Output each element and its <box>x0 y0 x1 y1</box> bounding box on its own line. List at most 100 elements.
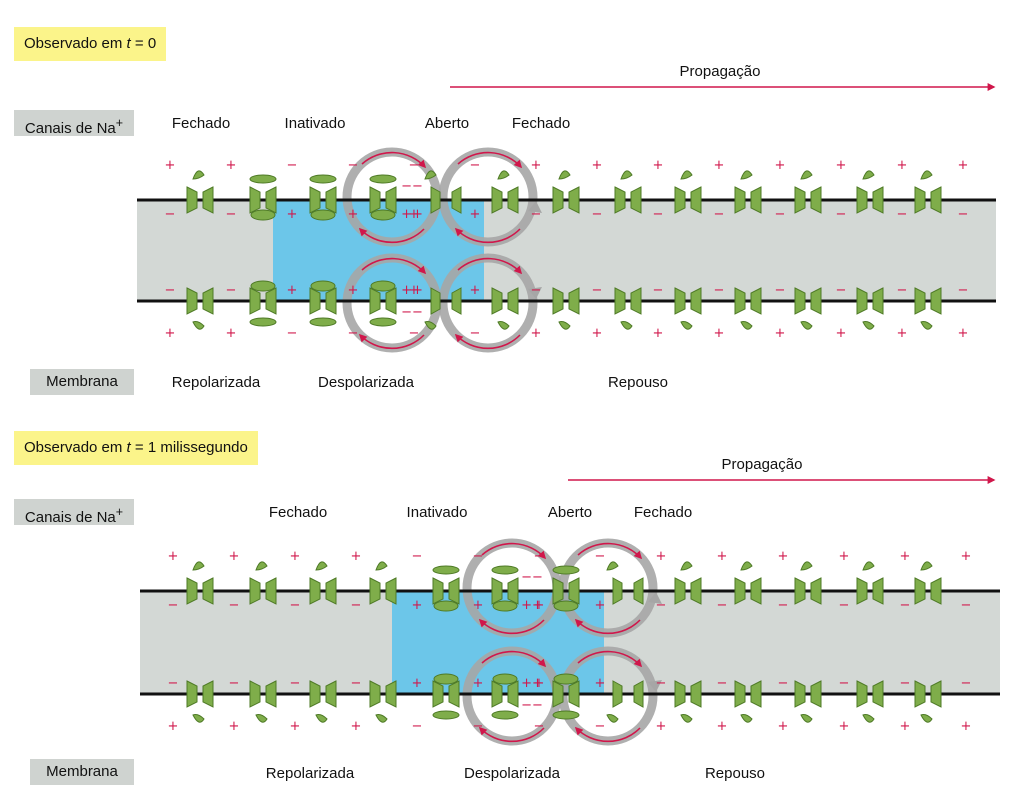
charge-sign: − <box>226 283 237 298</box>
sodium-channel-closed <box>369 561 397 605</box>
activation-gate <box>255 561 268 571</box>
charge-sign: − <box>165 283 176 298</box>
panel-1-drawing: +−−++−−+−++−−++−−++−−++−+−−++−−++−−++−−+… <box>137 83 996 353</box>
charge-sign: + <box>168 719 179 734</box>
activation-gate <box>192 714 205 723</box>
activation-gate <box>862 714 875 723</box>
charge-sign: + <box>961 719 972 734</box>
charge-sign: − <box>226 207 237 222</box>
charge-sign: + <box>287 283 298 298</box>
channels-label-text: Canais de Na <box>24 509 116 526</box>
charge-sign: − <box>412 719 423 734</box>
charge-sign: − <box>287 158 298 173</box>
charge-sign: + <box>229 719 240 734</box>
activation-gate <box>558 170 571 180</box>
activation-gate <box>375 561 388 571</box>
current-arrow <box>454 333 521 350</box>
propagation-label: Propagação <box>721 456 803 473</box>
charge-sign: + <box>412 676 423 691</box>
current-arrow <box>358 333 425 350</box>
activation-gate <box>497 321 510 330</box>
sodium-channel-closed <box>614 170 642 214</box>
sodium-channel-closed <box>186 561 214 605</box>
current-arrow <box>457 151 523 169</box>
activation-gate <box>920 170 933 180</box>
sodium-channel-inactivated <box>552 673 580 720</box>
membrane-state-resting: Repouso <box>607 374 669 391</box>
loop-arrowhead <box>648 680 662 692</box>
activation-gate <box>192 561 205 571</box>
activation-gate <box>620 321 633 330</box>
panel-2-drawing: +−−++−−++−−++−−+−++−−++−−++−−++−+−−++−−+… <box>140 476 1000 746</box>
charge-sign: − <box>775 207 786 222</box>
charge-sign: − <box>897 283 908 298</box>
inactivation-gate <box>492 673 518 685</box>
sodium-channel-inactivated <box>369 174 397 221</box>
activation-gate <box>375 714 388 723</box>
channel-state-closed-left: Fechado <box>171 115 231 132</box>
sodium-channel-closed <box>186 680 214 723</box>
activation-gate <box>680 561 693 571</box>
activation-gate <box>424 321 437 330</box>
charge-sign: − <box>653 283 664 298</box>
loop-arrowhead <box>648 592 662 604</box>
charge-sign: − <box>290 676 301 691</box>
sodium-channel-closed <box>914 170 942 214</box>
sodium-channel-closed <box>794 680 822 723</box>
charge-sign: − <box>534 719 545 734</box>
activation-gate <box>424 170 437 180</box>
sodium-channel-closed <box>856 680 884 723</box>
charge-sign: − <box>473 549 484 564</box>
inactivation-gate <box>370 209 396 221</box>
activation-gate <box>192 321 205 330</box>
charge-sign: + <box>412 598 423 613</box>
charge-sign: + <box>592 326 603 341</box>
charge-sign: + <box>839 549 850 564</box>
sodium-channel-open <box>606 561 644 605</box>
charge-sign: − <box>229 676 240 691</box>
membrane-state-repolarized: Repolarizada <box>171 374 261 391</box>
activation-gate <box>862 561 875 571</box>
charge-sign: − <box>592 283 603 298</box>
charge-sign: + <box>165 158 176 173</box>
membrane-state-repolarized: Repolarizada <box>265 765 355 782</box>
activation-gate <box>558 321 571 330</box>
charge-sign: − <box>717 598 728 613</box>
inactivation-gate <box>553 673 579 685</box>
sodium-channel-closed <box>856 287 884 330</box>
inactivation-gate <box>433 600 459 612</box>
charge-sign: + <box>165 326 176 341</box>
sodium-channel-inactivated <box>491 673 519 720</box>
charge-sign: + <box>595 598 606 613</box>
channel-state-closed-right: Fechado <box>633 504 693 521</box>
sodium-channel-closed <box>674 170 702 214</box>
channel-state-open: Aberto <box>547 504 593 521</box>
charge-sign: − <box>961 598 972 613</box>
charge-sign: + <box>287 207 298 222</box>
charge-sign: − <box>836 283 847 298</box>
sodium-channel-closed <box>856 561 884 605</box>
charge-sign: + <box>534 676 545 691</box>
activation-gate <box>800 170 813 180</box>
activation-gate <box>192 170 205 180</box>
inactivation-gate <box>250 280 276 292</box>
charge-sign: −− <box>521 698 543 713</box>
charge-sign: − <box>656 676 667 691</box>
sodium-channel-closed <box>674 287 702 330</box>
sodium-channel-inactivated <box>491 565 519 612</box>
charge-sign: + <box>470 207 481 222</box>
charge-sign: − <box>595 719 606 734</box>
sodium-channel-inactivated <box>432 565 460 612</box>
activation-gate <box>740 321 753 330</box>
charge-sign: + <box>168 549 179 564</box>
channel-state-closed-left: Fechado <box>268 504 328 521</box>
time-variable: t <box>126 35 131 52</box>
charge-sign: − <box>592 207 603 222</box>
charge-sign: + <box>778 549 789 564</box>
activation-gate <box>680 714 693 723</box>
charge-sign: − <box>470 326 481 341</box>
activation-gate <box>315 714 328 723</box>
charge-sign: − <box>287 326 298 341</box>
current-arrow <box>478 726 545 743</box>
